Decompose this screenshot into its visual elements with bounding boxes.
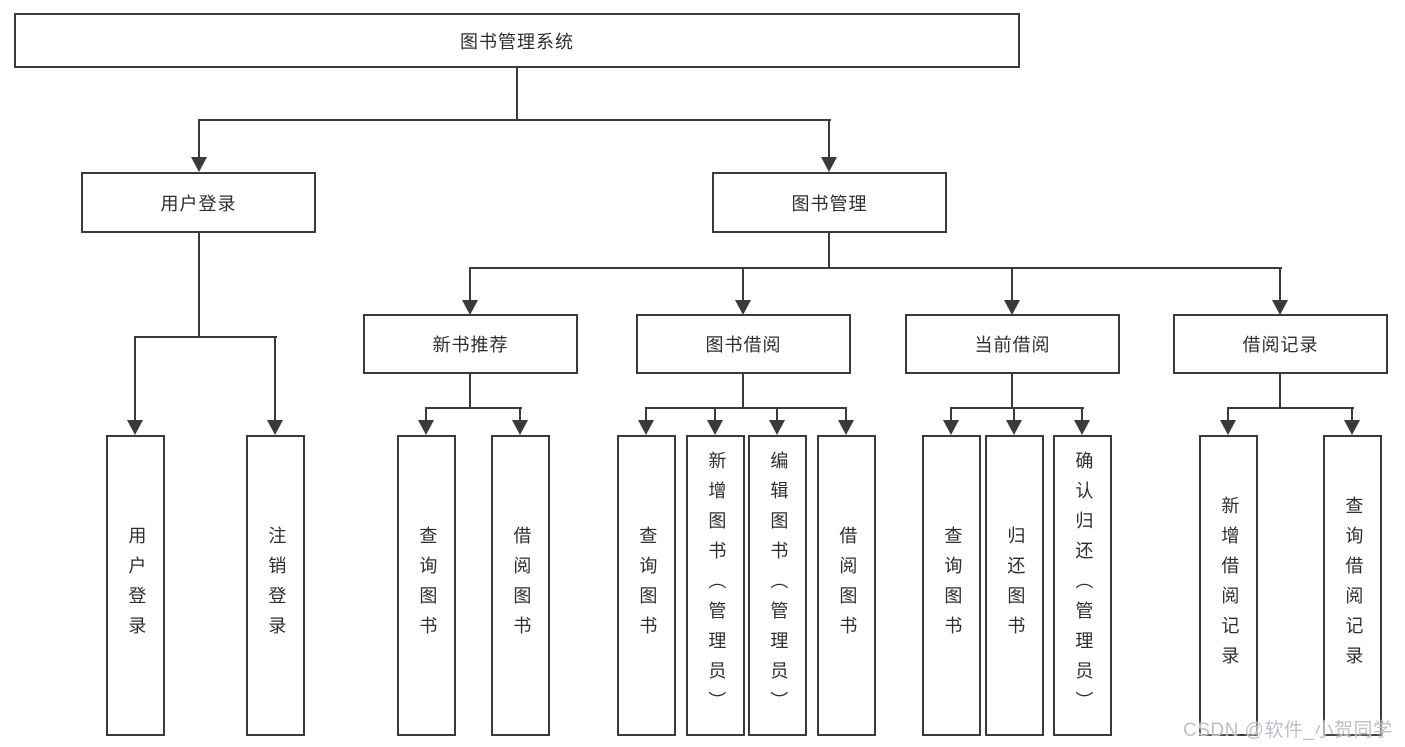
- arrow-grp3-c2: [1006, 420, 1022, 435]
- connector-leaf-logout-stem: [274, 336, 276, 421]
- connector-to-book-borrow-stem: [742, 267, 744, 302]
- leaf-query-books-borrow: 查询图书: [617, 435, 676, 736]
- csdn-watermark: CSDN @软件_小贺同学: [1183, 720, 1393, 741]
- connector-grp1-trunk: [469, 374, 471, 408]
- node-new-book-recommend: 新书推荐: [363, 314, 578, 374]
- connector-grp2-trunk: [742, 374, 744, 408]
- connector-grp2-split: [645, 407, 847, 409]
- connector-root-trunk: [516, 68, 518, 120]
- arrow-leaf-login: [127, 420, 143, 435]
- leaf-borrow-books-recommend: 借阅图书: [491, 435, 550, 736]
- connector-grp4-c1-stem: [1227, 407, 1229, 421]
- leaf-borrow-books: 借阅图书: [817, 435, 876, 736]
- node-book-management-label: 图书管理: [791, 193, 868, 214]
- connector-root-split: [198, 119, 831, 121]
- arrow-grp2-c4: [838, 420, 854, 435]
- leaf-confirm-return-admin-label: 确认归还（管理员）: [1073, 450, 1094, 721]
- arrow-to-book-mgmt: [821, 157, 837, 172]
- arrow-grp2-c2: [707, 420, 723, 435]
- leaf-query-borrow-record-label: 查询借阅记录: [1343, 495, 1364, 676]
- leaf-edit-book-admin: 编辑图书（管理员）: [748, 435, 807, 736]
- node-user-login: 用户登录: [81, 172, 316, 233]
- leaf-query-borrow-record: 查询借阅记录: [1323, 435, 1382, 736]
- connector-to-new-book-stem: [469, 267, 471, 302]
- leaf-add-borrow-record-label: 新增借阅记录: [1219, 495, 1240, 676]
- node-root: 图书管理系统: [14, 13, 1020, 68]
- arrow-grp1-c1: [418, 420, 434, 435]
- leaf-user-login-label: 用户登录: [126, 525, 147, 646]
- leaf-return-book-label: 归还图书: [1005, 525, 1026, 646]
- arrow-grp2-c3: [769, 420, 785, 435]
- arrow-grp1-c2: [512, 420, 528, 435]
- node-new-book-recommend-label: 新书推荐: [432, 335, 509, 355]
- connector-grp1-split: [425, 407, 522, 409]
- node-current-borrow-label: 当前借阅: [974, 335, 1051, 355]
- leaf-query-books-borrow-label: 查询图书: [637, 525, 658, 646]
- arrow-to-current-borrow: [1004, 300, 1020, 315]
- leaf-add-book-admin: 新增图书（管理员）: [686, 435, 745, 736]
- arrow-leaf-logout: [267, 420, 283, 435]
- leaf-confirm-return-admin: 确认归还（管理员）: [1053, 435, 1112, 736]
- connector-grp4-c2-stem: [1351, 407, 1353, 421]
- connector-grp2-c3-stem: [776, 407, 778, 421]
- leaf-borrow-books-recommend-label: 借阅图书: [511, 525, 532, 646]
- leaf-query-books-current-label: 查询图书: [942, 525, 963, 646]
- connector-to-book-mgmt-stem: [828, 119, 830, 158]
- leaf-query-books-recommend-label: 查询图书: [417, 525, 438, 646]
- leaf-return-book: 归还图书: [985, 435, 1044, 736]
- arrow-to-borrow-records: [1272, 300, 1288, 315]
- leaf-logout-label: 注销登录: [266, 525, 287, 646]
- connector-grp3-c3-stem: [1081, 407, 1083, 421]
- arrow-grp3-c3: [1074, 420, 1090, 435]
- node-user-login-label: 用户登录: [160, 193, 237, 214]
- node-book-management: 图书管理: [712, 172, 947, 233]
- node-borrow-records-label: 借阅记录: [1242, 335, 1319, 355]
- node-borrow-records: 借阅记录: [1173, 314, 1388, 374]
- leaf-query-books-current: 查询图书: [922, 435, 981, 736]
- arrow-grp3-c1: [943, 420, 959, 435]
- leaf-borrow-books-label: 借阅图书: [837, 525, 858, 646]
- connector-book-mgmt-trunk: [828, 233, 830, 269]
- connector-grp2-c1-stem: [645, 407, 647, 421]
- arrow-grp2-c1: [638, 420, 654, 435]
- connector-user-login-split: [134, 336, 277, 338]
- leaf-query-books-recommend: 查询图书: [397, 435, 456, 736]
- connector-user-login-trunk: [198, 233, 200, 337]
- leaf-edit-book-admin-label: 编辑图书（管理员）: [768, 450, 789, 721]
- leaf-logout: 注销登录: [246, 435, 305, 736]
- connector-grp1-c1-stem: [425, 407, 427, 421]
- connector-book-mgmt-split: [470, 267, 1282, 269]
- arrow-to-user-login: [191, 157, 207, 172]
- node-book-borrow-label: 图书借阅: [705, 335, 782, 355]
- leaf-user-login: 用户登录: [106, 435, 165, 736]
- connector-grp3-c1-stem: [950, 407, 952, 421]
- connector-grp3-split: [950, 407, 1084, 409]
- connector-to-current-borrow-stem: [1011, 267, 1013, 302]
- node-current-borrow: 当前借阅: [905, 314, 1120, 374]
- connector-leaf-login-stem: [134, 336, 136, 421]
- arrow-to-new-book: [462, 300, 478, 315]
- arrow-grp4-c2: [1344, 420, 1360, 435]
- arrow-to-book-borrow: [735, 300, 751, 315]
- arrow-grp4-c1: [1220, 420, 1236, 435]
- connector-grp1-c2-stem: [519, 407, 521, 421]
- leaf-add-book-admin-label: 新增图书（管理员）: [706, 450, 727, 721]
- node-root-label: 图书管理系统: [460, 31, 574, 52]
- leaf-add-borrow-record: 新增借阅记录: [1199, 435, 1258, 736]
- connector-grp3-trunk: [1011, 374, 1013, 408]
- connector-grp2-c4-stem: [845, 407, 847, 421]
- connector-to-borrow-records-stem: [1279, 267, 1281, 302]
- connector-grp2-c2-stem: [714, 407, 716, 421]
- connector-to-user-login-stem: [198, 119, 200, 158]
- connector-grp4-split: [1227, 407, 1354, 409]
- connector-grp4-trunk: [1279, 374, 1281, 408]
- node-book-borrow: 图书借阅: [636, 314, 851, 374]
- connector-grp3-c2-stem: [1013, 407, 1015, 421]
